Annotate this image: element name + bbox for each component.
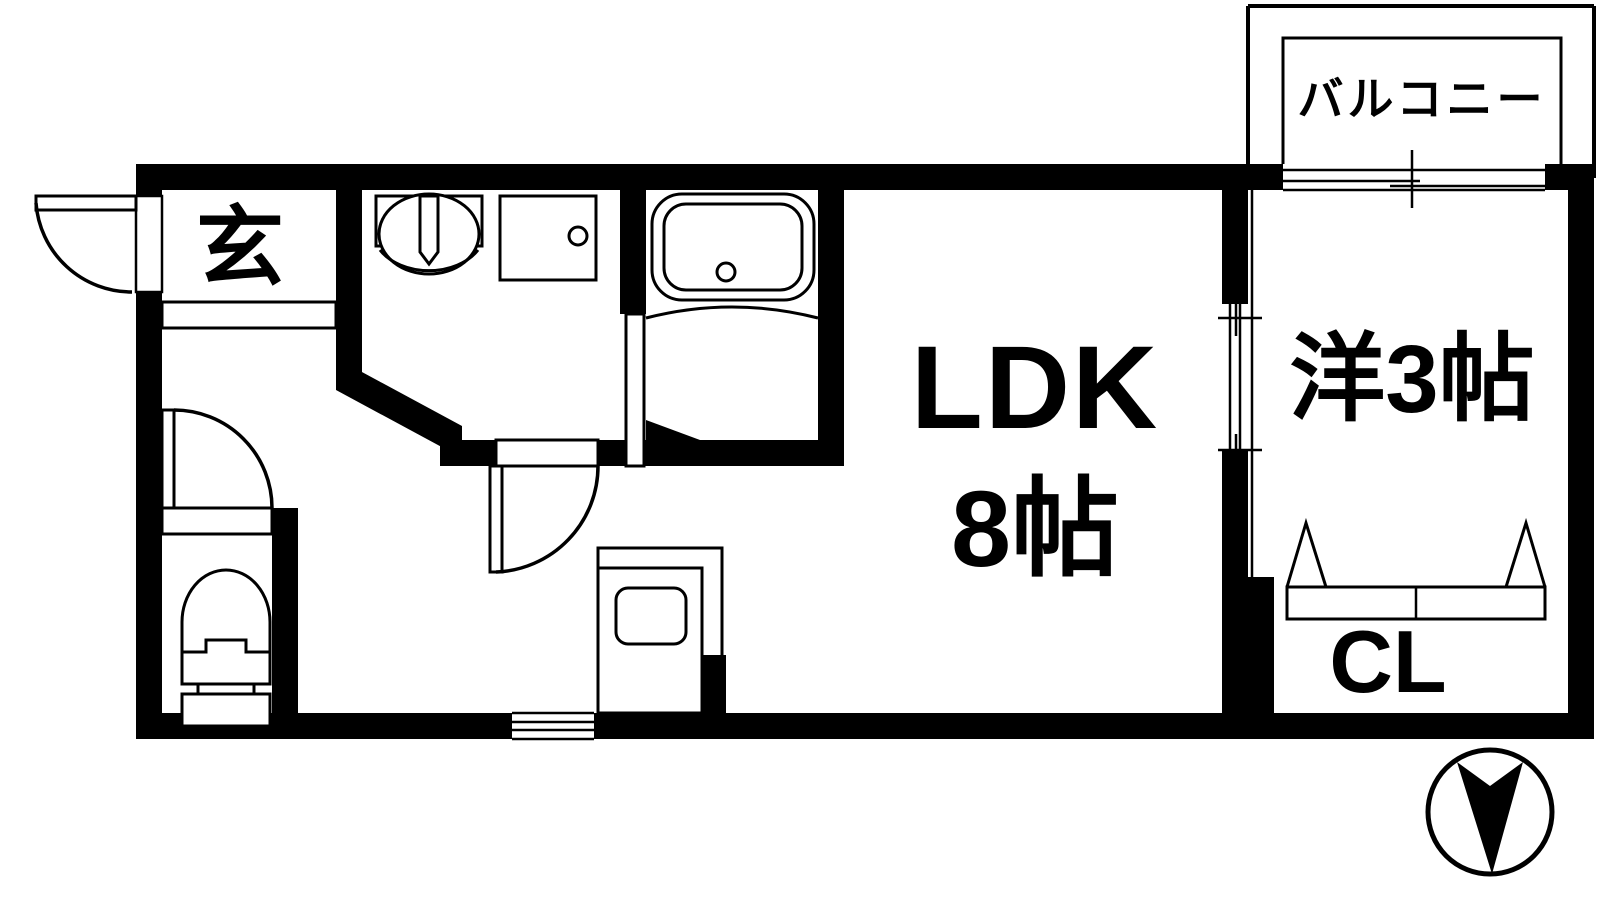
genkan-step [160,300,338,330]
wall-washroom-bottom-left [440,440,496,466]
ldk-name-label: LDK [911,322,1160,454]
wall-bottom-western-room [1248,713,1594,739]
toilet-door-leaf[interactable] [160,408,176,510]
bath-folding-door-icon[interactable] [646,420,700,440]
ldk-window-icon [512,711,594,741]
wall-top-main [136,164,1248,190]
wall-bath-right [818,190,844,466]
ldk-size-label: 8帖 [951,468,1119,589]
ldk-labels: LDK 8帖 [911,322,1160,589]
bath-door-track [624,312,646,468]
washroom-door-swing-arc [495,465,600,574]
entry-door-jamb [134,194,164,294]
washroom-door-opening [494,438,600,468]
toilet-room-area [160,408,298,739]
bathtub-icon [645,192,819,320]
wall-bath-left-upper [620,190,646,314]
entry-door-leaf[interactable] [34,194,138,212]
compass-icon [1425,747,1555,877]
toilet-door-opening [160,506,274,536]
wall-washroom-diagonal [336,358,462,458]
entry-door-swing-arc [34,202,133,294]
folding-closet-door-icon[interactable] [1285,517,1547,621]
kitchen-sink-icon [614,586,688,646]
closet-label: CL [1329,612,1446,711]
wall-right-exterior [1568,164,1594,739]
entrance-label: 玄 [196,198,284,297]
wall-genkan-right [336,190,362,378]
wall-closet-left [1248,577,1274,739]
bathroom-area [620,190,844,468]
kitchen-area [596,546,726,715]
exterior-walls [136,164,1594,739]
wall-pier-partition-bottom [1222,450,1248,739]
washing-machine-icon [498,194,598,282]
balcony-label: バルコニー [1297,73,1546,125]
kitchen-pier [702,655,726,713]
washbasin-icon [374,192,484,276]
wall-bottom-main [136,713,1248,739]
wall-pier-partition-top [1222,164,1248,304]
balcony-outer-rail [1246,4,1596,178]
wall-toilet-right [272,508,298,739]
toilet-door-swing-arc [173,408,274,509]
western-room-label: 洋3帖 [1289,326,1534,433]
washroom-door-leaf[interactable] [488,464,504,574]
toilet-icon [180,568,272,728]
sliding-window-icon[interactable] [1283,150,1545,208]
western-room-area: 洋3帖 CL [1248,150,1547,739]
entry-door-opening [136,196,162,292]
balcony-area: バルコニー [1246,4,1596,180]
entrance-area: 玄 [34,190,362,378]
